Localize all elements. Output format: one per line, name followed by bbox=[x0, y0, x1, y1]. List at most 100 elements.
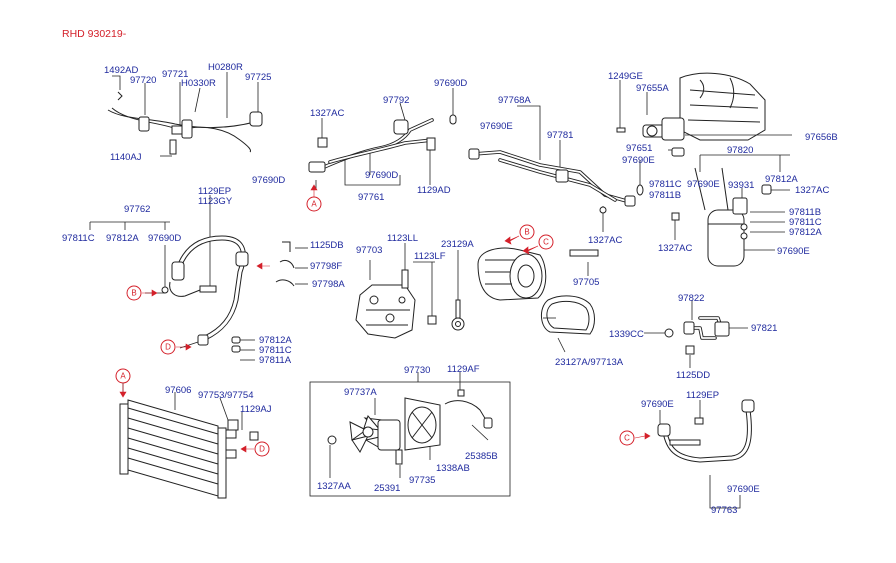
label-97656B: 97656B bbox=[805, 132, 838, 143]
label-97705: 97705 bbox=[573, 277, 599, 288]
label-97812A-b: 97812A bbox=[789, 227, 822, 238]
label-97768A: 97768A bbox=[498, 95, 531, 106]
ref-b-comp-text: B bbox=[524, 228, 529, 237]
ref-marker-b-comp bbox=[519, 224, 535, 240]
ref-marker-c-hose bbox=[619, 430, 635, 446]
label-97763: 97763 bbox=[711, 505, 737, 516]
label-97730: 97730 bbox=[404, 365, 430, 376]
label-25385B: 25385B bbox=[465, 451, 498, 462]
label-1129AF: 1129AF bbox=[447, 364, 480, 375]
fan-motor-box bbox=[309, 381, 511, 497]
ref-marker-a-cond bbox=[115, 368, 131, 384]
label-97811C-a: 97811C bbox=[649, 179, 682, 190]
label-97811B-a: 97811B bbox=[649, 190, 681, 201]
label-1129EP-b: 1129EP bbox=[686, 390, 719, 401]
pipe-97781-group bbox=[468, 105, 636, 232]
label-97690D-top: 97690D bbox=[434, 78, 467, 89]
label-97812A-d: 97812A bbox=[259, 335, 292, 346]
label-25391: 25391 bbox=[374, 483, 400, 494]
label-1125DD: 1125DD bbox=[676, 370, 710, 381]
label-1123GY: 1123GY bbox=[198, 196, 233, 207]
label-97781: 97781 bbox=[547, 130, 573, 141]
label-97761: 97761 bbox=[358, 192, 384, 203]
label-97703: 97703 bbox=[356, 245, 382, 256]
label-97720: 97720 bbox=[130, 75, 156, 86]
ref-marker-c-comp bbox=[538, 234, 554, 250]
label-1338AB: 1338AB bbox=[436, 463, 470, 474]
reference-markers: A B D B C A D C bbox=[115, 184, 651, 457]
label-97821: 97821 bbox=[751, 323, 777, 334]
label-97690E-c: 97690E bbox=[687, 179, 720, 190]
label-97792: 97792 bbox=[383, 95, 409, 106]
label-97690E-f: 97690E bbox=[727, 484, 760, 495]
ref-marker-d-left bbox=[160, 339, 176, 355]
label-93931: 93931 bbox=[728, 180, 754, 191]
label-H0330R: H0330R bbox=[181, 78, 216, 89]
label-97651: 97651 bbox=[626, 143, 652, 154]
label-97820: 97820 bbox=[727, 145, 753, 156]
compressor-group bbox=[275, 241, 599, 353]
label-97762: 97762 bbox=[124, 204, 150, 215]
label-97812A-c: 97812A bbox=[106, 233, 139, 244]
label-97812A-a: 97812A bbox=[765, 174, 798, 185]
part-labels: 1492AD 97720 97721 H0280R H0330R 97725 1… bbox=[62, 62, 838, 516]
label-97725: 97725 bbox=[245, 72, 271, 83]
label-97721: 97721 bbox=[162, 69, 188, 80]
label-97811B-b: 97811B bbox=[789, 207, 821, 218]
hose-97763-group bbox=[657, 399, 755, 509]
ref-a-top-text: A bbox=[311, 200, 317, 209]
label-97690E-e: 97690E bbox=[641, 399, 674, 410]
label-1492AD: 1492AD bbox=[104, 65, 138, 76]
label-1125DB: 1125DB bbox=[310, 240, 344, 251]
label-97811C-c: 97811C bbox=[62, 233, 95, 244]
label-97798A: 97798A bbox=[312, 279, 345, 290]
ref-marker-d-cond bbox=[254, 441, 270, 457]
suction-hose-group bbox=[89, 195, 255, 361]
pressure-switch-group bbox=[107, 72, 263, 157]
label-1123LL: 1123LL bbox=[387, 233, 418, 244]
label-H0280R: H0280R bbox=[208, 62, 243, 73]
label-1129AJ: 1129AJ bbox=[240, 404, 272, 415]
label-97690D-b: 97690D bbox=[252, 175, 285, 186]
label-1327AC-a: 1327AC bbox=[310, 108, 344, 119]
pipe-97761-group bbox=[308, 88, 457, 190]
label-97753-97754: 97753/97754 bbox=[198, 390, 253, 401]
label-1327AA: 1327AA bbox=[317, 481, 351, 492]
label-1327AC-d: 1327AC bbox=[588, 235, 622, 246]
label-97737A: 97737A bbox=[344, 387, 377, 398]
header-text: RHD 930219- bbox=[62, 28, 127, 40]
fan-motor-group bbox=[309, 372, 511, 497]
ref-d-cond-text: D bbox=[259, 445, 265, 454]
label-97655A: 97655A bbox=[636, 83, 669, 94]
ref-marker-b-left bbox=[126, 285, 142, 301]
ref-b-left-text: B bbox=[131, 289, 136, 298]
label-97822: 97822 bbox=[678, 293, 704, 304]
label-97690E-a: 97690E bbox=[480, 121, 513, 132]
label-1140AJ: 1140AJ bbox=[110, 152, 142, 163]
pipe-97821-group bbox=[644, 300, 748, 368]
label-97811A: 97811A bbox=[259, 355, 292, 366]
label-97690D-c: 97690D bbox=[365, 170, 398, 181]
label-1129EP-a: 1129EP bbox=[198, 186, 231, 197]
ref-c-comp-text: C bbox=[543, 238, 549, 247]
label-1327AC-b: 1327AC bbox=[795, 185, 829, 196]
condenser-group bbox=[119, 380, 259, 499]
label-1327AC-c: 1327AC bbox=[658, 243, 692, 254]
label-97811C-d: 97811C bbox=[259, 345, 292, 356]
label-1249GE: 1249GE bbox=[608, 71, 643, 82]
ref-d-left-text: D bbox=[165, 343, 171, 352]
label-23129A: 23129A bbox=[441, 239, 474, 250]
label-97690E-b: 97690E bbox=[622, 155, 655, 166]
label-1129AD: 1129AD bbox=[417, 185, 451, 196]
label-97690D-d: 97690D bbox=[148, 233, 181, 244]
evaporator-group bbox=[616, 72, 792, 267]
label-1123LF: 1123LF bbox=[414, 251, 446, 262]
label-1339CC: 1339CC bbox=[609, 329, 644, 340]
label-97690E-d: 97690E bbox=[777, 246, 810, 257]
label-97735: 97735 bbox=[409, 475, 435, 486]
ref-a-cond-text: A bbox=[120, 372, 126, 381]
label-23127A-97713A: 23127A/97713A bbox=[555, 357, 624, 368]
label-97811C-b: 97811C bbox=[789, 217, 822, 228]
label-97798F: 97798F bbox=[310, 261, 342, 272]
